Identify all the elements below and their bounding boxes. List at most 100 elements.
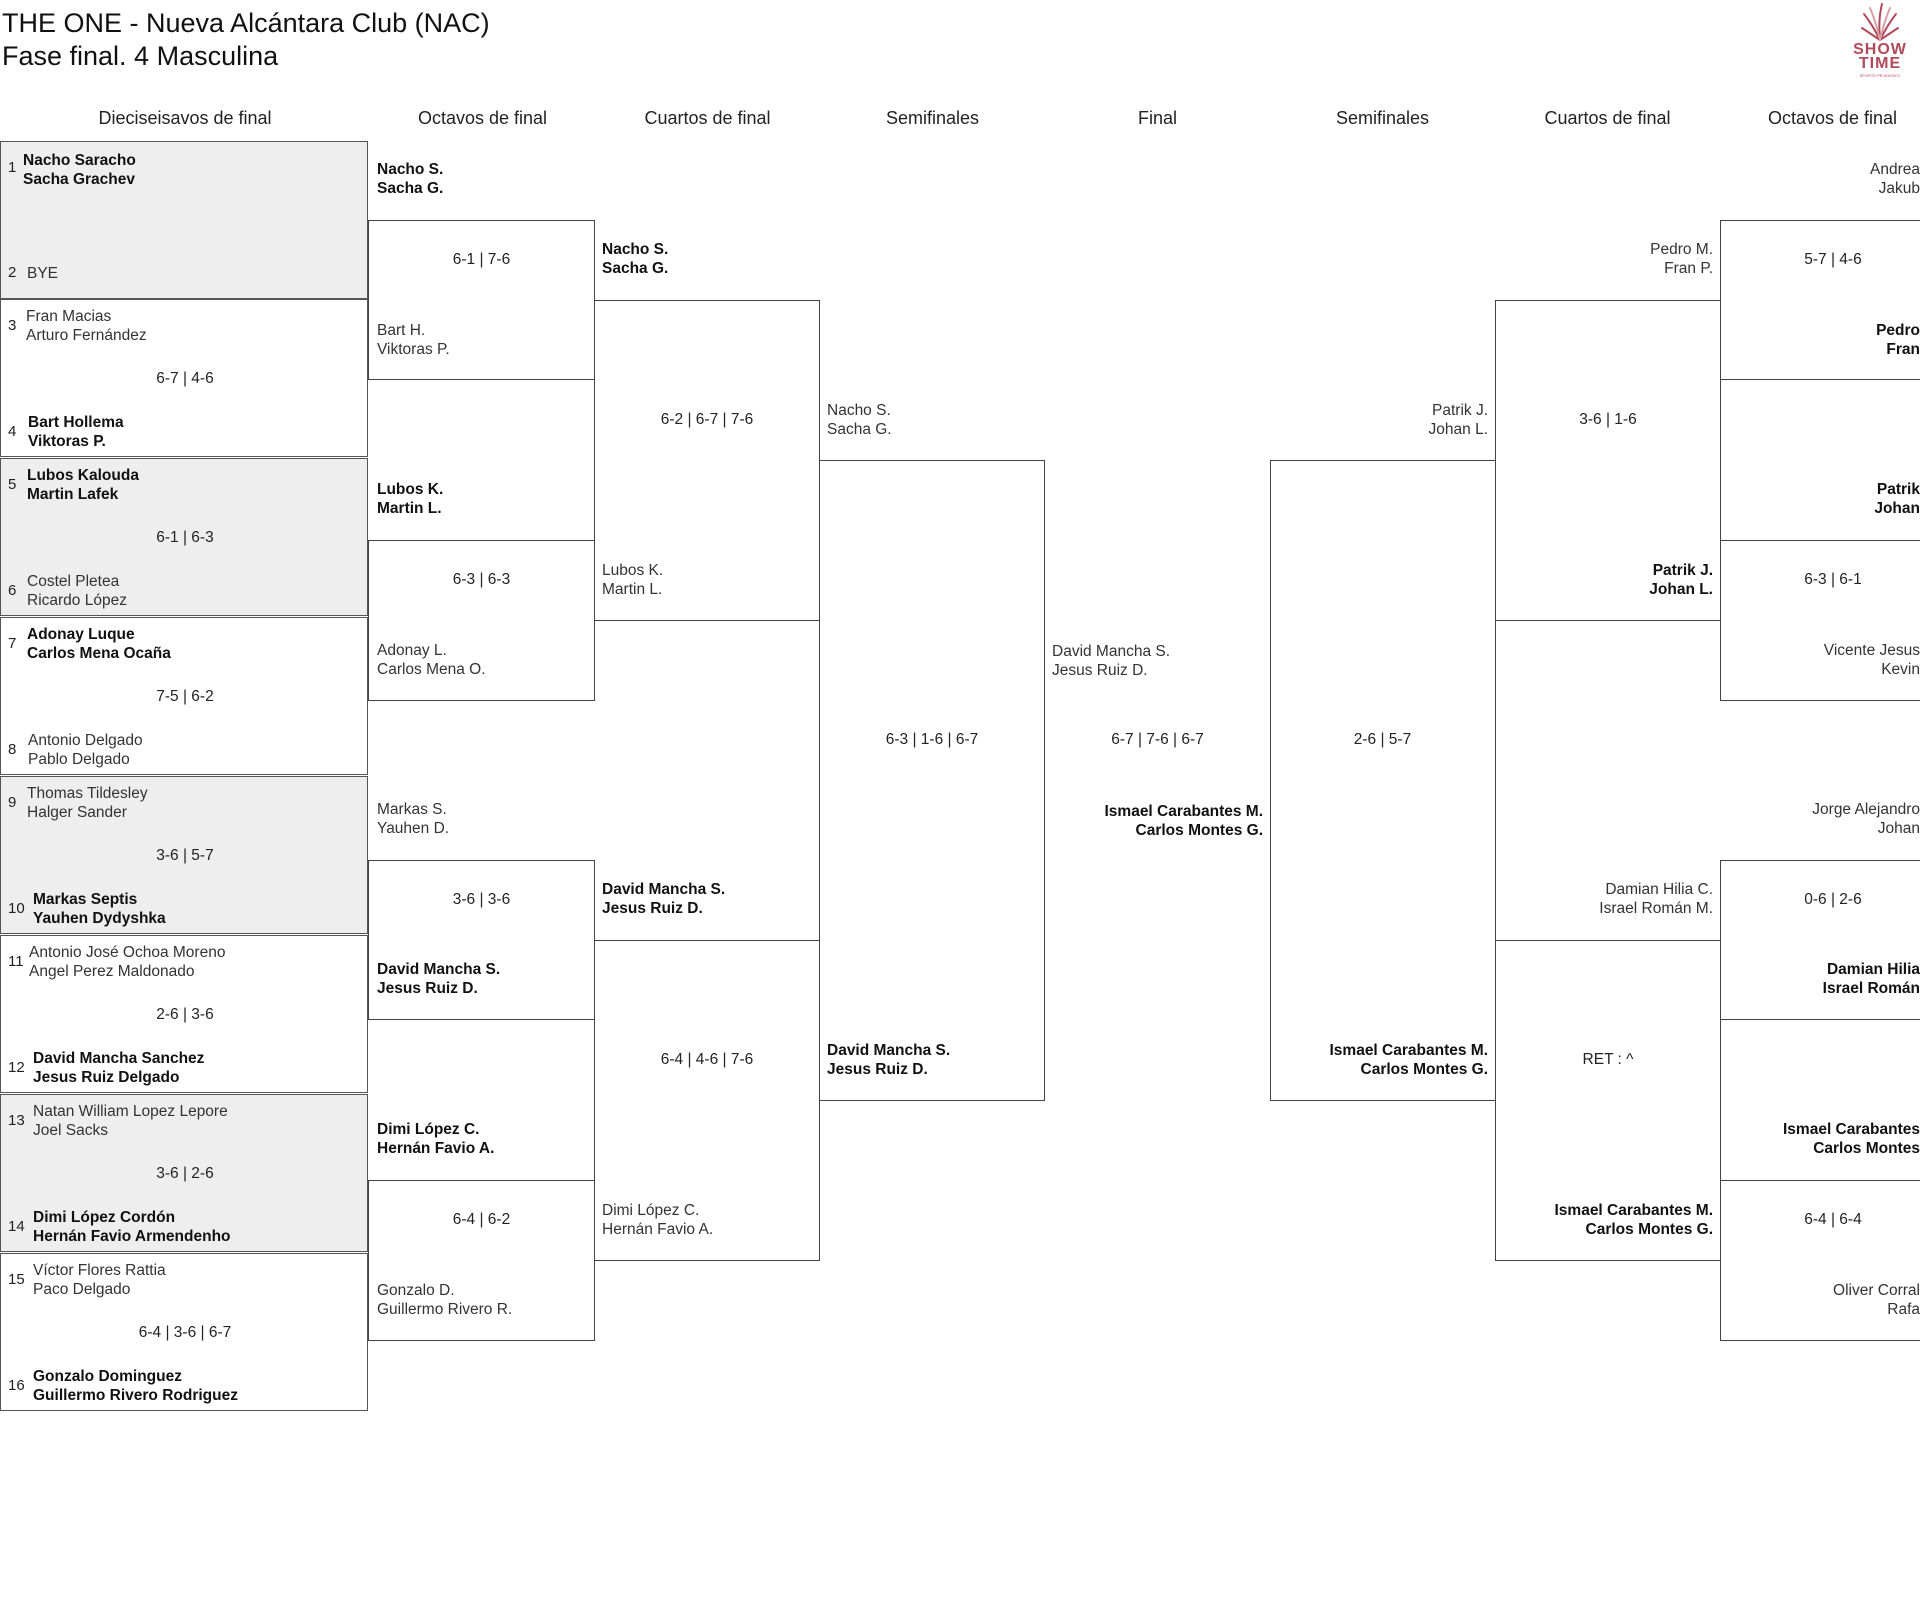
player-name: Ricardo López [27, 592, 127, 609]
qf-right-bracket [1495, 300, 1721, 621]
match-score: 6-1 | 6-3 [156, 529, 214, 546]
match-score: 6-7 | 4-6 [156, 370, 214, 387]
player-name: David Mancha S. [827, 1042, 951, 1059]
seed-number: 1 [8, 159, 17, 176]
player-name: Yauhen D. [377, 820, 450, 837]
player-name: Lubos K. [377, 481, 444, 498]
player-name: Ismael Carabantes M. [1104, 803, 1263, 820]
player-name: Dimi López C. [377, 1121, 480, 1138]
match-score: 6-1 | 7-6 [452, 251, 511, 268]
player-name: Gonzalo Dominguez [33, 1368, 182, 1385]
player-name: Bart Hollema [28, 414, 124, 431]
player-name: Hernán Favio A. [602, 1221, 714, 1238]
player-name: Andrea [1870, 161, 1920, 178]
player-name: Carlos Montes [1813, 1140, 1920, 1157]
r32-match: 1 Nacho Saracho Sacha Grachev 2 BYE [0, 141, 368, 299]
showtime-logo: SHOW TIME SPORTS PR AGENCY [1844, 0, 1916, 82]
seed-number: 11 [8, 953, 24, 970]
round-header-qf-left: Cuartos de final [644, 108, 771, 128]
seed-number: 6 [8, 582, 17, 599]
player-name: Markas Septis [33, 891, 138, 908]
player-name: Johan [1877, 820, 1920, 837]
player-name: Adonay Luque [27, 626, 135, 643]
player-name: Johan L. [1428, 421, 1488, 438]
player-name: Carlos Mena Ocaña [27, 645, 171, 662]
player-name: Patrik [1876, 481, 1920, 498]
match-score: 6-4 | 6-2 [452, 1211, 511, 1228]
seed-number: 16 [8, 1377, 25, 1394]
player-name: Pedro [1876, 322, 1920, 339]
tournament-title: THE ONE - Nueva Alcántara Club (NAC) [2, 8, 490, 38]
player-name: Sacha Grachev [23, 171, 136, 188]
match-score: 6-3 | 1-6 | 6-7 [885, 731, 979, 748]
sf-right-bracket [1270, 460, 1496, 1101]
match-score: 7-5 | 6-2 [156, 688, 214, 705]
player-name: Viktoras P. [28, 433, 106, 450]
match-score: 6-7 | 7-6 | 6-7 [1111, 731, 1204, 748]
round-header-r32: Dieciseisavos de final [98, 108, 272, 128]
player-name: Halger Sander [27, 804, 127, 821]
player-name: Nacho S. [827, 402, 891, 419]
match-score: 3-6 | 2-6 [156, 1165, 214, 1182]
match-score: 5-7 | 4-6 [1804, 251, 1862, 268]
player-name: Dimi López Cordón [33, 1209, 176, 1226]
round-header-r16-right: Octavos de final [1767, 108, 1898, 128]
player-name: Johan [1874, 500, 1920, 517]
player-name: Jesus Ruiz D. [827, 1061, 928, 1078]
player-name: Fran P. [1664, 260, 1713, 277]
player-name: Costel Pletea [27, 573, 120, 590]
player-name: Markas S. [377, 801, 447, 818]
player-name: Sacha G. [827, 421, 892, 438]
seed-number: 15 [8, 1271, 25, 1288]
round-header-r16-left: Octavos de final [417, 108, 548, 128]
player-name: Ismael Carabantes [1783, 1121, 1920, 1138]
player-name: Vicente Jesus [1823, 642, 1920, 659]
player-name: Pedro M. [1650, 241, 1713, 258]
player-name: Dimi López C. [602, 1202, 700, 1219]
player-name: Arturo Fernández [26, 327, 147, 344]
player-name: Angel Perez Maldonado [29, 963, 195, 980]
player-name: Oliver Corral [1833, 1282, 1920, 1299]
player-name: Lubos Kalouda [27, 467, 139, 484]
r32-match: 3 Fran Macias Arturo Fernández 6-7 | 4-6… [0, 299, 368, 457]
player-name: Ismael Carabantes M. [1329, 1042, 1488, 1059]
r16-right-bracket [1720, 220, 1920, 380]
round-header-qf-right: Cuartos de final [1544, 108, 1671, 128]
r32-match: 9 Thomas Tildesley Halger Sander 3-6 | 5… [0, 776, 368, 934]
seed-number: 7 [8, 635, 17, 652]
match-score: 0-6 | 2-6 [1804, 891, 1862, 908]
match-score: 3-6 | 5-7 [156, 847, 214, 864]
fireworks-logo-icon [1861, 3, 1899, 41]
player-name: Guillermo Rivero R. [377, 1301, 513, 1318]
player-name: Jesus Ruiz Delgado [33, 1069, 180, 1086]
match-score: 6-2 | 6-7 | 7-6 [660, 411, 754, 428]
player-name: Joel Sacks [33, 1122, 108, 1139]
player-name: Lubos K. [602, 562, 664, 579]
player-name: Guillermo Rivero Rodriguez [33, 1387, 238, 1404]
player-name: David Mancha S. [377, 961, 501, 978]
seed-number: 9 [8, 794, 17, 811]
player-name: Pablo Delgado [28, 751, 130, 768]
player-name: Rafa [1887, 1301, 1920, 1318]
player-name: Fran Macias [26, 308, 112, 325]
player-name: Martin L. [377, 500, 442, 517]
match-score: RET : ^ [1582, 1051, 1634, 1068]
player-name: Kevin [1881, 661, 1920, 678]
match-score: 6-3 | 6-1 [1804, 571, 1862, 588]
round-header-sf-left: Semifinales [885, 108, 980, 128]
player-name: Hernán Favio A. [377, 1140, 495, 1157]
match-score: 6-3 | 6-3 [452, 571, 511, 588]
sf-left-bracket [819, 460, 1045, 1101]
player-name: Bart H. [377, 322, 426, 339]
match-score: 6-4 | 4-6 | 7-6 [660, 1051, 754, 1068]
logo-text-time: TIME [1858, 55, 1902, 72]
seed-number: 5 [8, 476, 17, 493]
player-name: Carlos Montes G. [1585, 1221, 1713, 1238]
round-header-final: Final [1137, 108, 1177, 128]
player-name: Damian Hilia C. [1605, 881, 1713, 898]
match-score: 3-6 | 1-6 [1579, 411, 1637, 428]
player-name: Nacho Saracho [23, 152, 136, 169]
player-name: Israel Román [1822, 980, 1920, 997]
player-name: Johan L. [1649, 581, 1713, 598]
r32-match: 11 Antonio José Ochoa Moreno Angel Perez… [0, 935, 368, 1093]
